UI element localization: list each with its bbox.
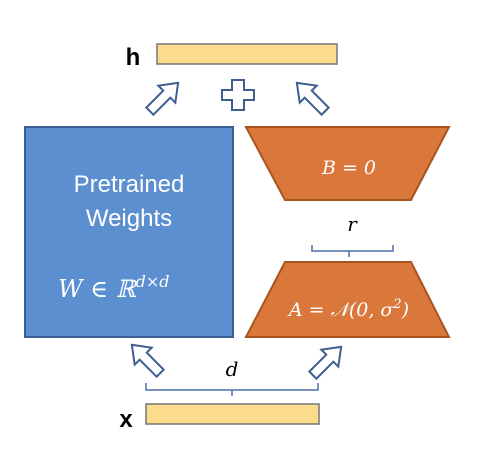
matrix-b-block <box>244 126 451 201</box>
matrix-a-formula-main: A = 𝒩(0, σ <box>287 299 395 321</box>
rank-brace <box>311 245 394 257</box>
pretrained-title-line2: Weights <box>86 205 172 232</box>
output-label: h <box>126 44 141 71</box>
matrix-a-formula-end: ) <box>401 299 409 321</box>
dimension-brace <box>145 383 319 396</box>
arrow-pretrained-to-output <box>144 81 180 117</box>
output-vector <box>156 43 338 65</box>
matrix-a-block <box>244 261 451 338</box>
input-label: x <box>119 406 133 433</box>
arrow-input-to-adapter <box>307 345 343 381</box>
arrow-adapter-to-output <box>295 81 331 117</box>
arrow-input-to-pretrained <box>130 343 166 379</box>
rank-label: r <box>347 212 358 236</box>
plus-icon <box>221 79 255 111</box>
matrix-a-formula-sup: 2 <box>392 297 401 312</box>
pretrained-weights-block <box>24 126 234 338</box>
matrix-b-formula: B = 0 <box>321 157 376 179</box>
pretrained-formula-main: W ∈ ℝ <box>58 275 138 303</box>
input-vector <box>145 403 320 425</box>
pretrained-formula-sup: d×d <box>136 272 170 291</box>
dimension-label: d <box>226 357 239 381</box>
pretrained-formula: W ∈ ℝd×d <box>58 272 170 303</box>
matrix-a-formula: A = 𝒩(0, σ2) <box>287 297 409 321</box>
pretrained-title-line1: Pretrained <box>74 171 185 198</box>
